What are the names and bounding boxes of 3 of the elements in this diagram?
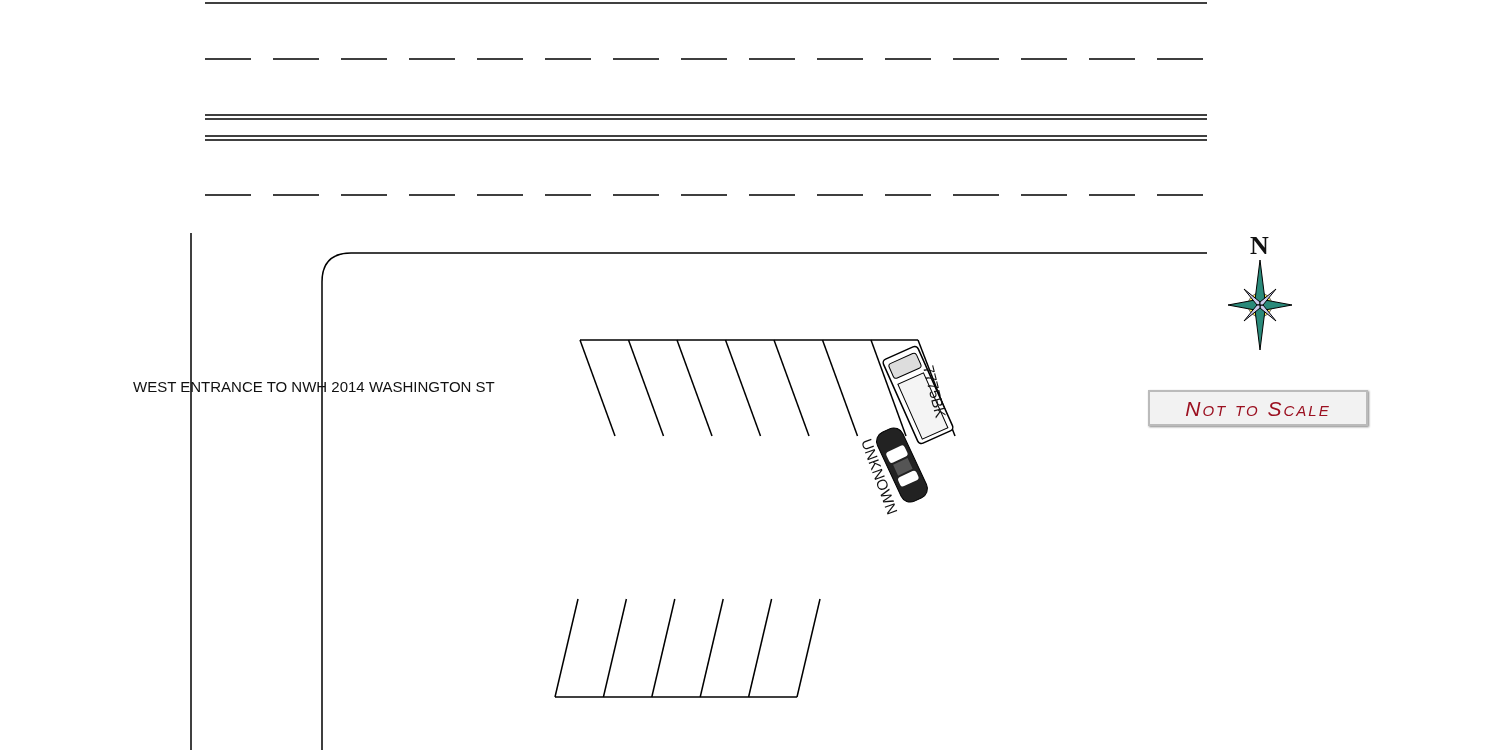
north-label: N — [1250, 233, 1269, 259]
scale-note: Not to Scale — [1148, 390, 1368, 426]
vehicle-label: 7775BK — [920, 363, 949, 420]
